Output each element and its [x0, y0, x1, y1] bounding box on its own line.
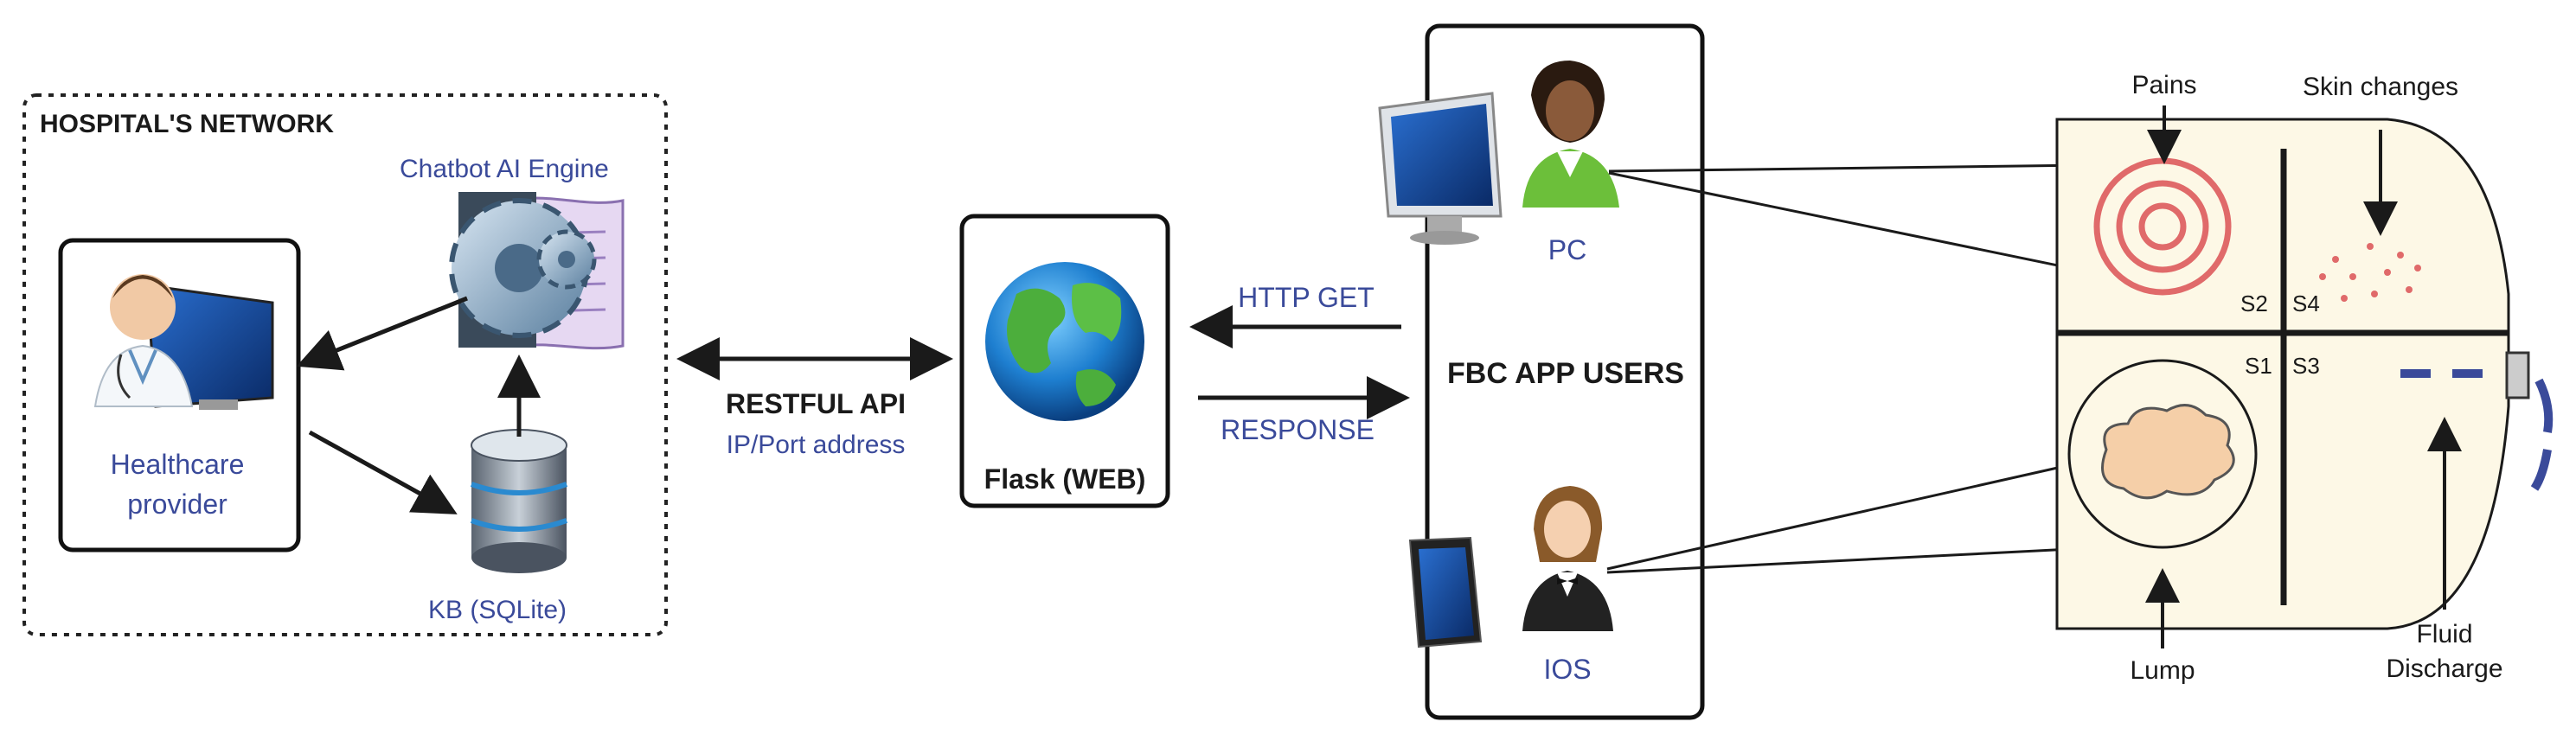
lump-label: Lump — [2130, 656, 2195, 685]
fluid-label-1: Fluid — [2416, 620, 2472, 648]
pc-label: PC — [1548, 234, 1586, 265]
quadrant-s2-label: S2 — [2240, 291, 2268, 316]
quadrant-s3-label: S3 — [2292, 353, 2320, 379]
skin-changes-dots — [2319, 243, 2421, 302]
arrow-engine-to-provider — [296, 296, 468, 371]
fluid-discharge-marks — [2400, 369, 2554, 491]
connector-ios-lump-bottom — [1606, 545, 2124, 574]
response-label: RESPONSE — [1221, 414, 1375, 445]
hospital-network-boundary — [22, 93, 668, 636]
globe-icon — [985, 262, 1144, 421]
nipple-shape — [2505, 351, 2530, 399]
doctor-icon — [93, 274, 274, 410]
ios-user-icon — [1522, 486, 1613, 631]
fluid-label-2: Discharge — [2386, 655, 2502, 683]
connector-ios-lump — [1606, 452, 2120, 571]
ios-label: IOS — [1543, 654, 1591, 685]
restful-api-title: RESTFUL API — [726, 388, 906, 419]
lump-icon — [2067, 359, 2258, 549]
restful-api-subtitle: IP/Port address — [727, 431, 906, 459]
quadrant-s4-label: S4 — [2292, 291, 2320, 316]
skin-changes-label: Skin changes — [2303, 73, 2458, 101]
healthcare-provider-label-2: provider — [127, 489, 227, 520]
ios-tablet-icon — [1408, 536, 1483, 648]
http-get-label: HTTP GET — [1238, 282, 1375, 313]
flask-server-label: Flask (WEB) — [984, 463, 1146, 495]
pc-user-icon — [1522, 61, 1619, 208]
arrow-provider-to-kb — [308, 430, 458, 514]
kb-label: KB (SQLite) — [428, 596, 567, 624]
chatbot-engine-label: Chatbot AI Engine — [400, 155, 609, 183]
database-icon — [470, 429, 568, 573]
healthcare-provider-label-1: Healthcare — [111, 449, 245, 480]
app-users-title: FBC APP USERS — [1447, 357, 1684, 390]
pc-monitor-icon — [1378, 92, 1503, 245]
chatbot-engine-icon — [449, 192, 625, 350]
pains-label: Pains — [2131, 71, 2196, 99]
hospital-network-title: HOSPITAL'S NETWORK — [40, 110, 334, 138]
quadrant-s1-label: S1 — [2245, 353, 2272, 379]
